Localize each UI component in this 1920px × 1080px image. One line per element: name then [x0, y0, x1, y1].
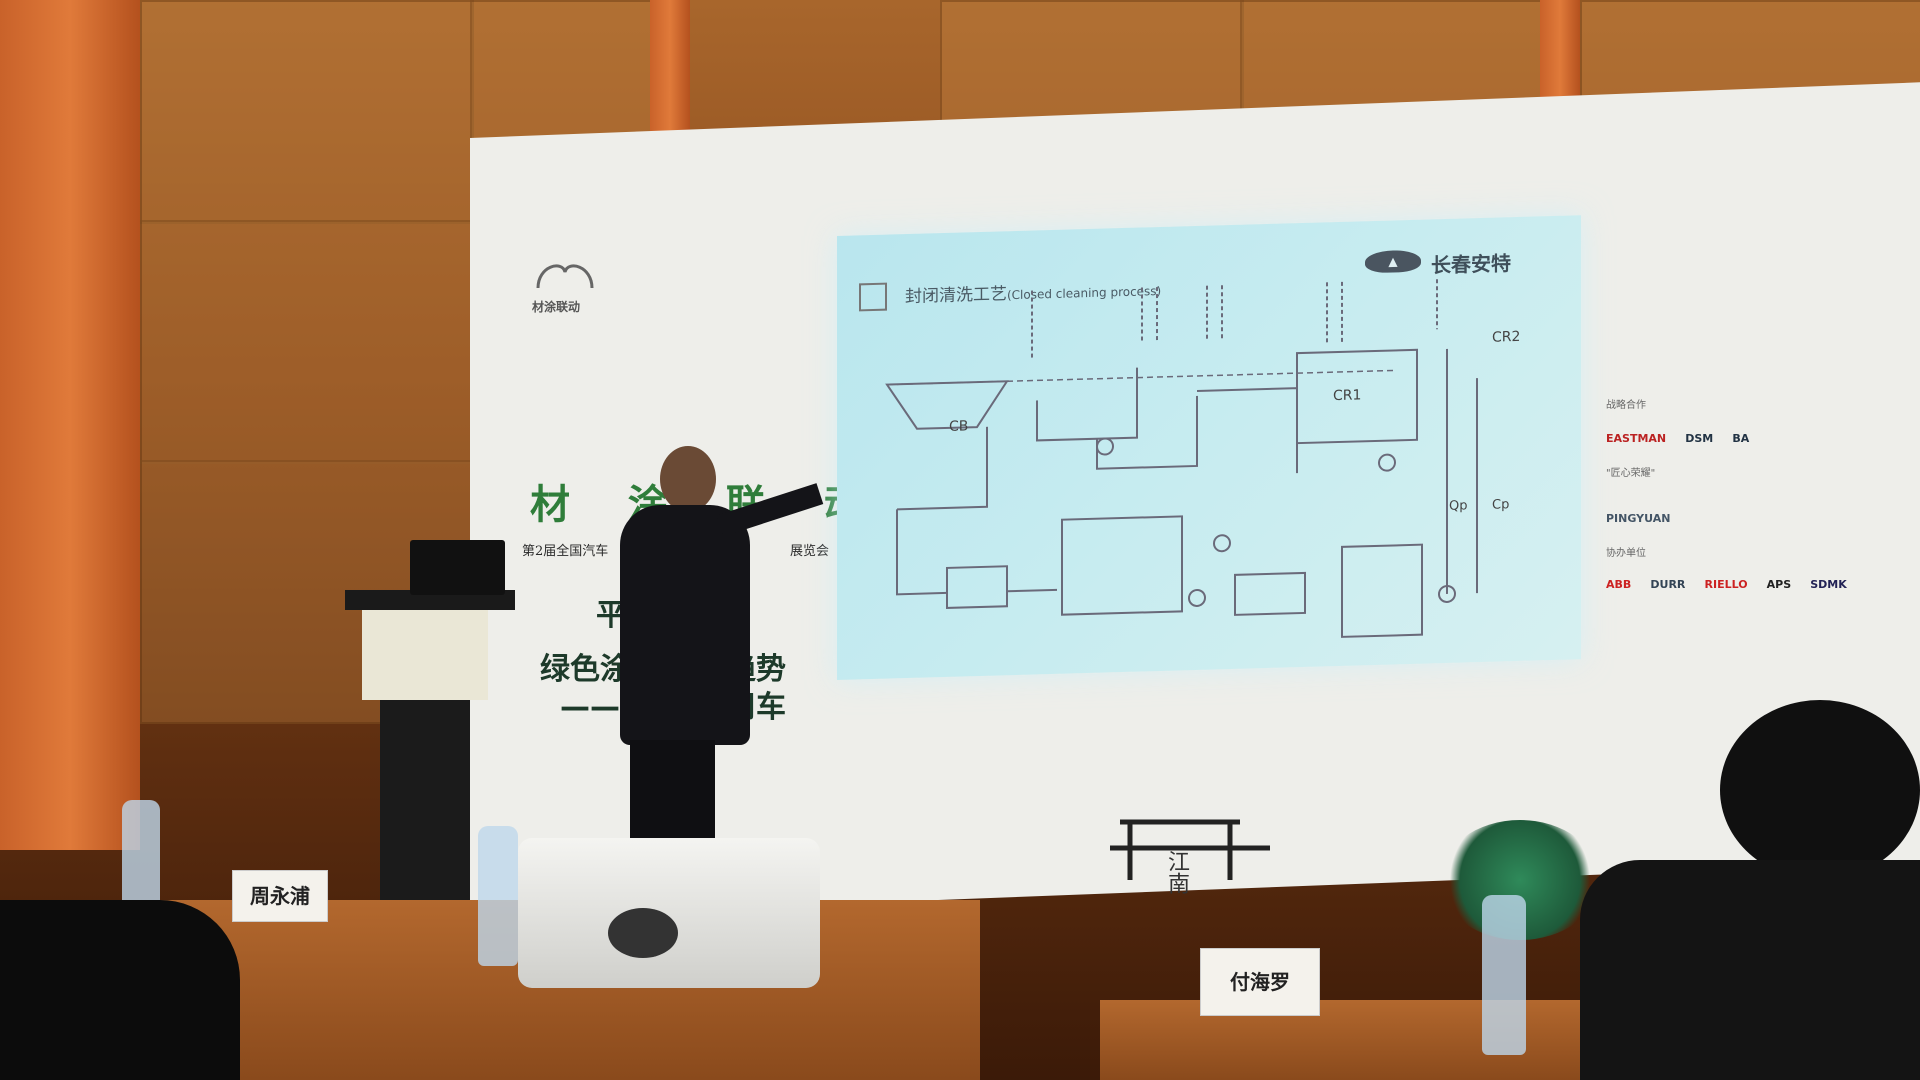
water-bottle: [122, 800, 160, 910]
wall-pillar: [0, 0, 140, 850]
wall-panel: [140, 0, 474, 224]
sponsor-strategic-title: 战略合作: [1606, 400, 1646, 411]
sponsor-logo: SDMK: [1810, 578, 1847, 591]
podium-top: [345, 590, 515, 610]
water-bottle: [478, 826, 518, 966]
event-logo-icon: [536, 264, 594, 289]
audience-member-right: [1580, 860, 1920, 1080]
process-diagram: [885, 279, 1478, 638]
hopper-tank: [885, 380, 1009, 430]
presenter-head: [660, 446, 716, 512]
ro-unit: [1234, 571, 1306, 616]
podium-base: [380, 700, 470, 900]
tank-cr1: [1296, 348, 1418, 445]
filter-unit: [946, 565, 1008, 609]
storage-tank: [1341, 543, 1423, 638]
sponsor-logo: ABB: [1606, 578, 1632, 591]
presenter-legs: [630, 740, 715, 855]
label-qp: Qp: [1449, 498, 1468, 514]
event-subtitle: 第2届全国汽车: [522, 544, 609, 559]
nameplate-left: 周永浦: [232, 870, 328, 922]
pump-icon: [1213, 534, 1231, 553]
audience-member-head: [1720, 700, 1920, 880]
pump-icon: [1096, 437, 1114, 456]
label-cr1: CR1: [1333, 387, 1362, 405]
pump-icon: [1188, 588, 1206, 607]
audience-member-left: [0, 900, 240, 1080]
projector: [518, 838, 820, 988]
label-cp: Cp: [1492, 497, 1510, 513]
jiangnan-gate-icon: [1110, 819, 1270, 880]
label-cb: CB: [949, 418, 969, 435]
sponsor-wall: 战略合作 EASTMAN DSM BA "匠心荣耀" PINGYUAN 协办单位…: [1606, 396, 1920, 599]
sponsor-logo: PINGYUAN: [1606, 512, 1671, 525]
wall-panel: [140, 220, 474, 464]
nameplate-right: 付海罗: [1200, 948, 1320, 1016]
ultrafiltration-unit: [1061, 515, 1183, 616]
label-cr2: CR2: [1492, 328, 1521, 346]
sponsor-logo: DURR: [1650, 578, 1686, 591]
laptop: [410, 540, 505, 595]
pump-icon: [1378, 453, 1396, 472]
sponsor-logo: DSM: [1685, 432, 1714, 445]
projector-lens: [608, 908, 678, 958]
sponsor-logo: APS: [1766, 578, 1792, 591]
sponsor-logo: EASTMAN: [1606, 432, 1667, 445]
water-bottle: [1482, 895, 1526, 1055]
sponsor-logo: RIELLO: [1704, 578, 1748, 591]
event-logo: 材涂联动: [532, 258, 602, 315]
sponsor-assoc-title: 协办单位: [1606, 548, 1646, 559]
jiangnan-text: 江南: [1164, 850, 1189, 894]
event-logo-text: 材涂联动: [532, 300, 581, 314]
sponsor-support-title: "匠心荣耀": [1606, 468, 1656, 479]
event-subtitle-right: 展览会: [790, 544, 830, 559]
sponsor-logo: BA: [1732, 432, 1750, 445]
presenter-body: [620, 505, 750, 745]
podium-sign: [362, 610, 488, 700]
projected-slide: 封闭清洗工艺(Closed cleaning process) ▲ 长春安特: [837, 215, 1581, 680]
